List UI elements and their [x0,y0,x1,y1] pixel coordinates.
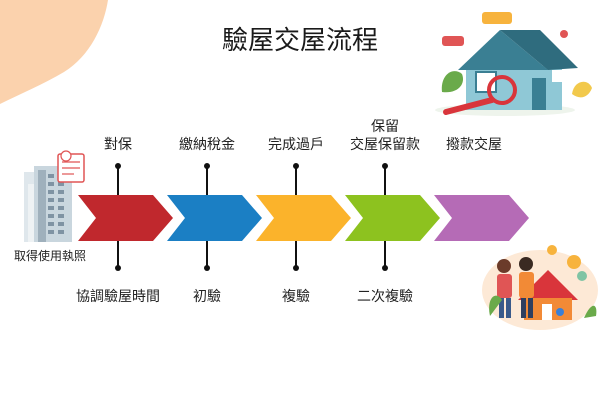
step-3-bottom-dot [293,265,299,271]
house-magnifier-icon [435,12,592,116]
step-2-bottom-dot [204,265,210,271]
step-1-top-dot [115,163,121,169]
step-2-bottom-label: 初驗 [193,289,221,305]
step-4-bottom-dot [382,265,388,271]
chevron-step-5 [434,195,529,241]
family-house-icon [482,245,598,330]
step-5-top-label: 撥款交屋 [446,137,502,153]
diagram-title: 驗屋交屋流程 [221,26,378,56]
step-3-top-label: 完成過戶 [268,137,324,153]
step-1-bottom-dot [115,265,121,271]
step-1-top-label: 對保 [104,137,132,153]
step-4-top-label: 保留 交屋保留款 [350,119,420,153]
step-4-top-dot [382,163,388,169]
start-label: 取得使用執照 [13,249,86,263]
step-3-bottom-label: 複驗 [282,289,310,305]
step-2-top-label: 繳納稅金 [179,137,235,153]
chevron-step-1 [78,195,173,241]
document-icon [57,150,85,183]
step-2-top-dot [204,163,210,169]
step-4-bottom-label: 二次複驗 [357,289,413,305]
step-1-bottom-label: 協調驗屋時間 [76,289,160,305]
step-3-top-dot [293,163,299,169]
corner-blob-decoration [0,0,108,104]
chevron-step-3 [256,195,351,241]
chevron-step-2 [167,195,262,241]
building-icon [24,166,72,242]
chevron-step-4 [345,195,440,241]
